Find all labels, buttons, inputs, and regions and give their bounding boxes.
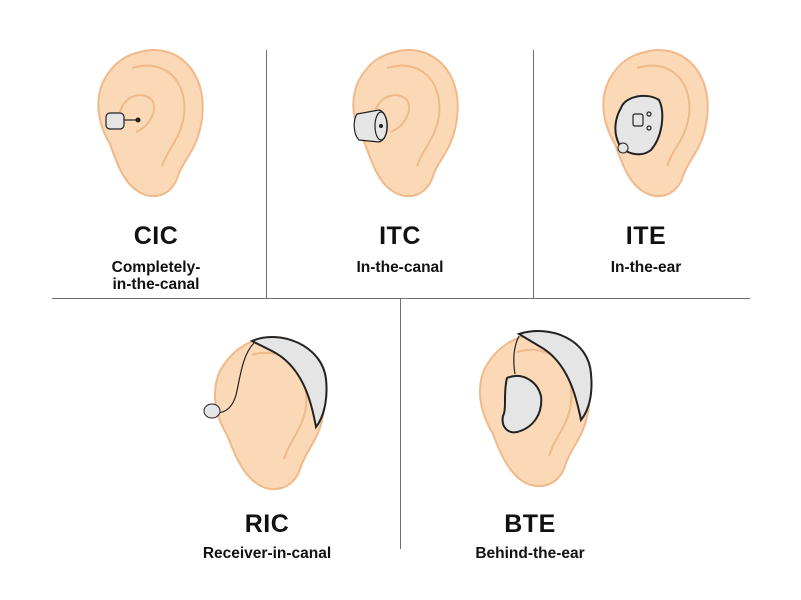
itc-abbreviation: ITC xyxy=(379,222,421,250)
bte-earmold xyxy=(501,375,543,434)
ric-receiver xyxy=(203,403,221,419)
bte-device-body xyxy=(516,330,593,423)
ear-concha xyxy=(119,94,155,133)
ite-device-icon xyxy=(614,94,664,156)
divider-horizontal xyxy=(52,298,750,299)
ear-helix-inner xyxy=(131,64,186,167)
bte-tube xyxy=(513,335,520,375)
ear-concha xyxy=(374,94,410,133)
cic-device-icon xyxy=(105,112,125,130)
ric-full-name: Receiver-in-canal xyxy=(202,545,332,562)
ear-helix-inner xyxy=(636,64,691,167)
ric-device-body xyxy=(249,336,328,430)
ite-abbreviation: ITE xyxy=(625,222,667,250)
bte-full-name: Behind-the-ear xyxy=(475,545,585,562)
divider-bottom xyxy=(400,299,401,549)
ite-full-name: In-the-ear xyxy=(610,259,682,276)
ric-wire xyxy=(215,342,255,414)
ear-ite-illustration xyxy=(602,49,709,198)
ric-abbreviation: RIC xyxy=(244,510,290,538)
ear-ric-illustration xyxy=(203,336,328,491)
divider-top-2 xyxy=(533,50,534,298)
cic-full-name-line2: in-the-canal xyxy=(112,276,200,293)
cic-abbreviation: CIC xyxy=(133,222,179,250)
cic-full-name-line1: Completely- xyxy=(111,259,201,276)
ear-helix-inner xyxy=(516,348,573,457)
ear-outline xyxy=(352,49,459,198)
ear-outline xyxy=(97,49,204,198)
ear-itc-illustration xyxy=(352,49,459,198)
ear-bte-illustration xyxy=(478,330,593,488)
divider-top-1 xyxy=(266,50,267,298)
ear-cic-illustration xyxy=(97,49,204,198)
ear-helix-inner xyxy=(386,64,441,167)
itc-full-name: In-the-canal xyxy=(356,259,444,276)
bte-abbreviation: BTE xyxy=(504,510,556,538)
